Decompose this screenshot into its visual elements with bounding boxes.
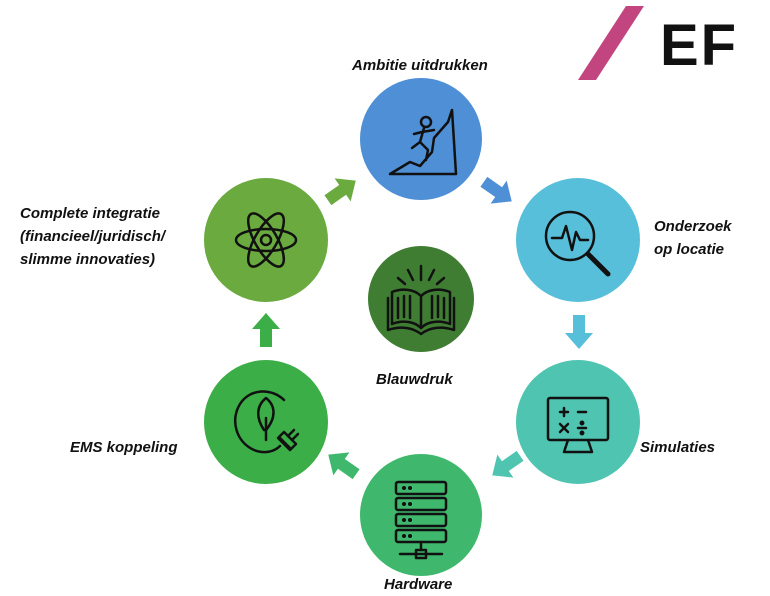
node-integratie [204,178,328,302]
logo-text: EF [660,13,739,78]
node-simulaties [516,360,640,484]
mountain-climber-icon [388,108,458,176]
arrow-onderzoek-to-simulaties [565,315,593,349]
label-ems: EMS koppeling [70,439,178,456]
arrow-ambitie-to-onderzoek [480,176,512,204]
label-blauwdruk: Blauwdruk [376,371,453,388]
node-onderzoek [516,178,640,302]
monitor-calculator-icon [546,396,610,454]
label-integratie-line-3: slimme innovaties) [20,251,156,268]
arrow-hardware-to-ems [328,452,360,480]
magnifier-pulse-icon [544,210,611,277]
label-onderzoek-line-1: Onderzoek [654,218,732,235]
arrow-ems-to-integratie [252,313,280,347]
label-integratie-line-2: (financieel/juridisch/ [20,228,166,245]
label-simulaties: Simulaties [640,439,716,456]
label-hardware: Hardware [384,576,453,593]
arrow-integratie-to-ambitie [324,178,356,206]
label-integratie-line-1: Complete integratie [20,205,161,222]
label-ambitie: Ambitie uitdrukken [352,57,488,74]
leaf-plug-icon [234,390,300,454]
arrow-simulaties-to-hardware [492,450,524,478]
label-onderzoek: Onderzoek op locatie [654,215,732,261]
label-onderzoek-line-2: op locatie [654,241,725,258]
server-rack-icon [394,480,448,560]
atom-icon [234,212,298,268]
label-integratie: Complete integratie (financieel/juridisc… [20,202,165,271]
logo-slash-icon [578,6,644,80]
open-book-icon [386,264,456,336]
